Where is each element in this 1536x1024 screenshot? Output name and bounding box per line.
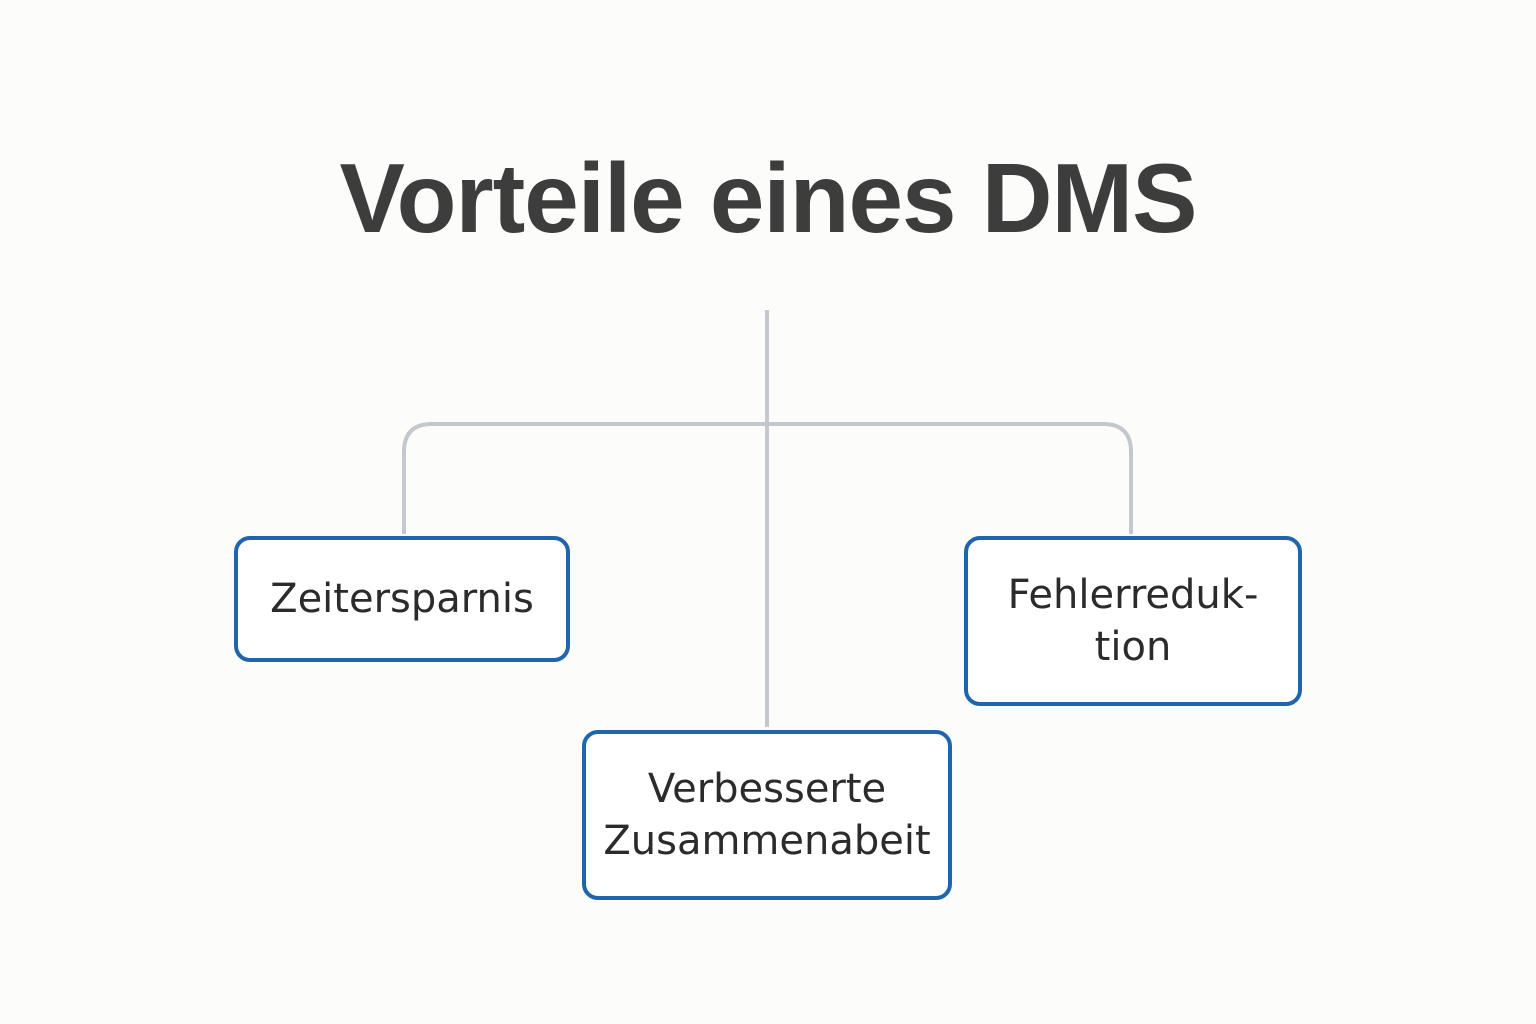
- benefit-label: Fehlerreduk- tion: [1007, 572, 1259, 670]
- benefit-box-collaboration: Verbesserte Zusammenabeit: [582, 730, 952, 900]
- benefit-box-error-reduction: Fehlerreduk- tion: [964, 536, 1302, 706]
- benefit-label: Zeitersparnis: [270, 576, 534, 622]
- diagram-title: Vorteile eines DMS: [339, 143, 1197, 253]
- branch-line: [402, 422, 1133, 534]
- benefit-box-time-saving: Zeitersparnis: [234, 536, 570, 662]
- benefit-label: Verbesserte Zusammenabeit: [603, 766, 931, 864]
